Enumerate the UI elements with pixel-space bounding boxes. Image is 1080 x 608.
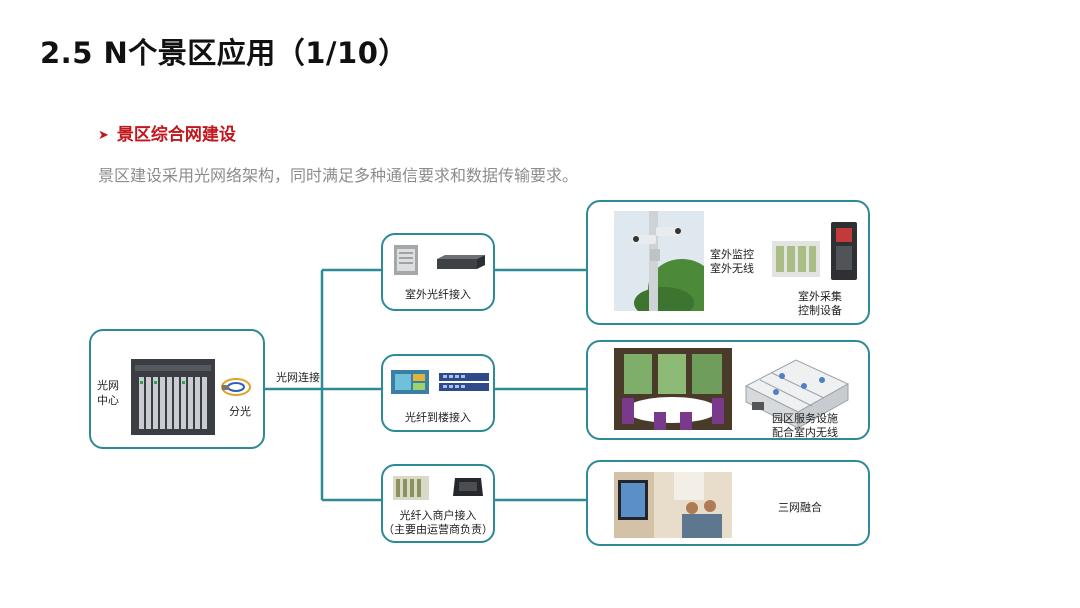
- app-label-2: 配合室内无线: [772, 426, 838, 439]
- indoor-wireless-floorplan: [744, 359, 850, 429]
- app-label-1: 园区服务设施: [772, 412, 838, 425]
- access-node-label-line2: （主要由运营商负责）: [383, 523, 493, 536]
- distribution-frame-image: [393, 476, 429, 500]
- application-triple-play: 三网融合: [586, 460, 870, 546]
- access-node-outdoor: 室外光纤接入: [381, 233, 495, 311]
- app-label-2a: 室外采集: [798, 290, 842, 303]
- app-label-1b: 室外无线: [710, 262, 754, 275]
- camera-pole-photo: [614, 211, 704, 311]
- section-heading: ➤ 景区综合网建设: [98, 120, 236, 145]
- center-label-2: 中心: [97, 394, 119, 407]
- access-node-label: 光纤到楼接入: [405, 411, 471, 424]
- splitter-image: [221, 378, 251, 396]
- living-room-tv-photo: [614, 472, 732, 538]
- access-node-merchant: 光纤入商户接入 （主要由运营商负责）: [381, 464, 495, 543]
- section-heading-text: 景区综合网建设: [116, 125, 236, 145]
- monitor-device-image: [391, 370, 429, 394]
- app-label-2b: 控制设备: [798, 304, 842, 317]
- center-label-1: 光网: [97, 379, 119, 392]
- application-outdoor-monitoring: 室外监控 室外无线 室外采集 控制设备: [586, 200, 870, 325]
- olt-chassis-image: [131, 359, 215, 435]
- access-node-label: 室外光纤接入: [405, 288, 471, 301]
- optical-center-box: 光网 中心 分光: [89, 329, 265, 449]
- arrow-bullet-icon: ➤: [98, 128, 109, 143]
- outdoor-cabinet-image: [394, 245, 418, 275]
- switch-device-image: [439, 373, 489, 391]
- page-title: 2.5 N个景区应用（1/10）: [40, 36, 408, 70]
- description-text: 景区建设采用光网络架构，同时满足多种通信要求和数据传输要求。: [98, 166, 579, 185]
- app-label-1a: 室外监控: [710, 248, 754, 261]
- control-cabinet-image: [772, 241, 820, 277]
- app-label: 三网融合: [778, 501, 822, 514]
- terminal-device-image: [453, 478, 483, 496]
- access-node-label-line1: 光纤入商户接入: [399, 509, 477, 522]
- collection-terminal-image: [831, 222, 857, 280]
- link-label: 光网连接: [276, 371, 320, 384]
- onu-device-image: [437, 255, 485, 269]
- access-node-building: 光纤到楼接入: [381, 354, 495, 432]
- application-park-services: 园区服务设施 配合室内无线: [586, 340, 870, 440]
- splitter-label: 分光: [229, 405, 251, 418]
- banquet-hall-photo: [614, 348, 732, 430]
